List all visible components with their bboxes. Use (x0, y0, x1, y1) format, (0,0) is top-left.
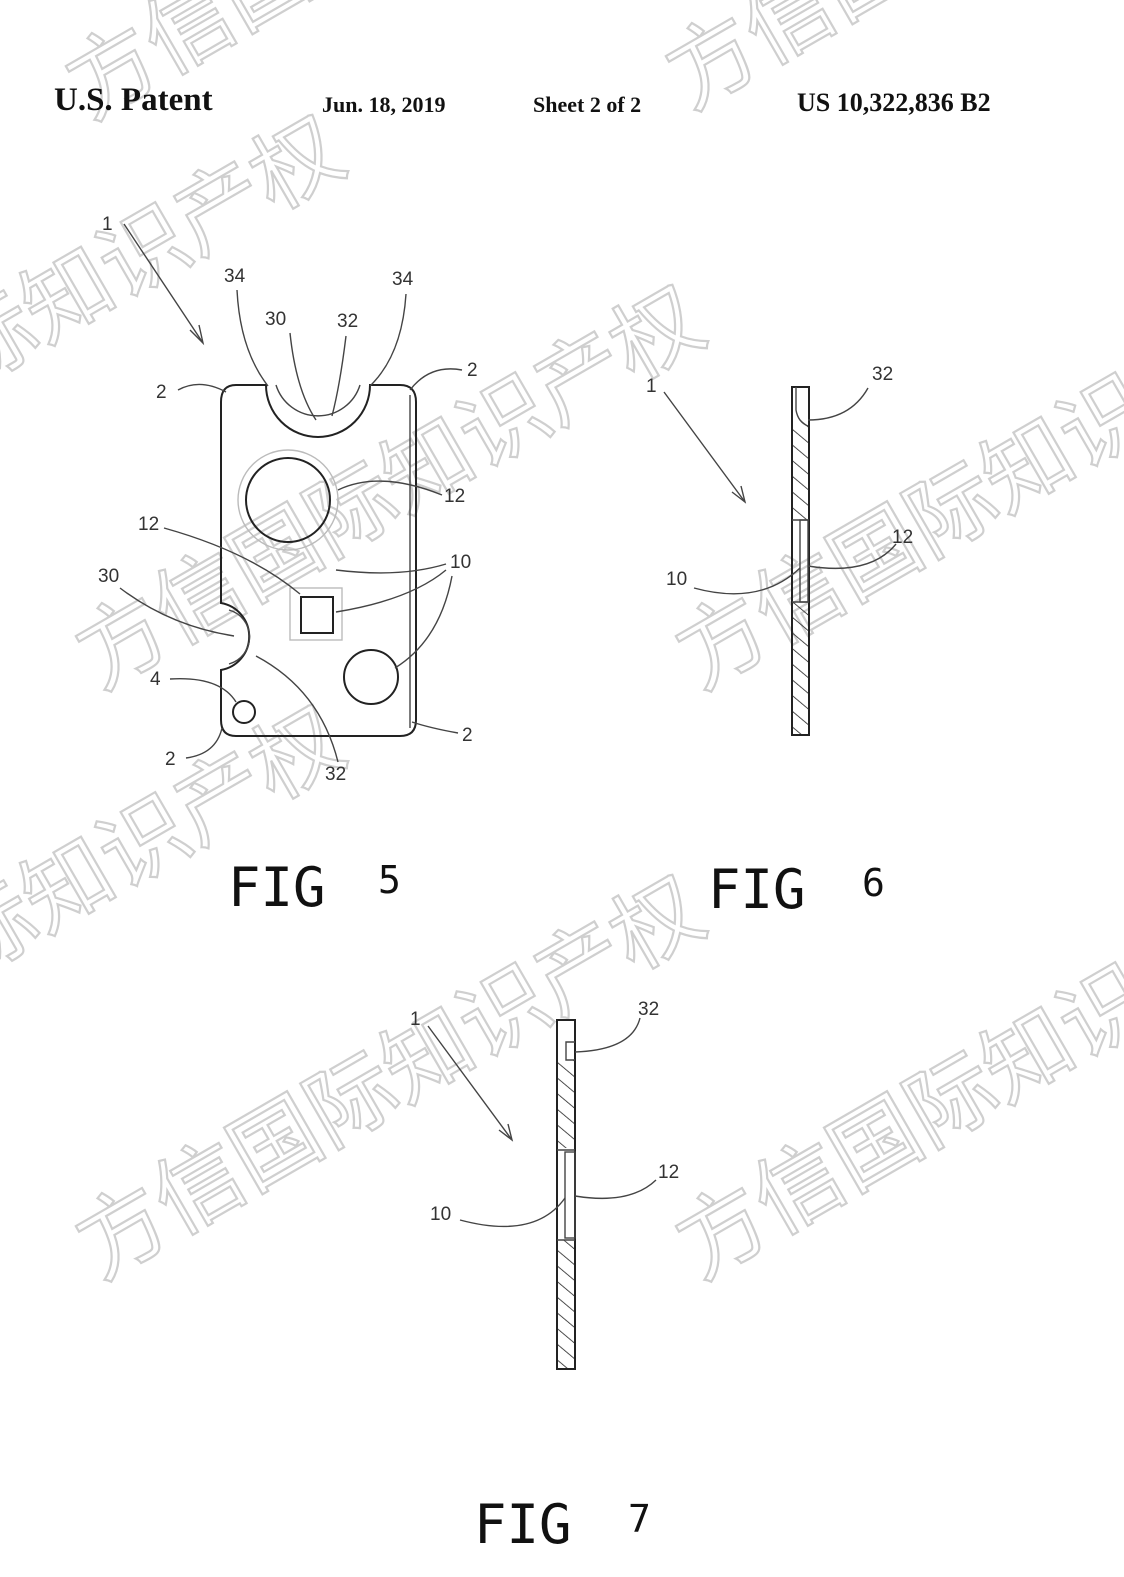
leader-10-a (335, 563, 447, 574)
watermark-text: 方信国际知识产权 (659, 857, 1124, 1298)
ref-numeral: 12 (658, 1162, 679, 1183)
opener-body-outline (220, 384, 417, 737)
ref-numeral: 34 (392, 269, 414, 290)
leader-32 (807, 387, 869, 421)
arrowhead-icon (731, 485, 747, 504)
leader-32 (331, 335, 347, 417)
section-hatch-lower (557, 1240, 574, 1368)
section-outline (791, 386, 810, 736)
leader-12 (574, 1179, 657, 1200)
ref-numeral: 34 (224, 266, 246, 287)
ref-numeral: 1 (646, 376, 657, 397)
ref-numeral: 30 (98, 566, 119, 587)
large-hole (245, 457, 331, 543)
ref-numeral: 12 (892, 527, 913, 548)
large-hole-ring (237, 449, 339, 551)
section-hatch-upper (557, 1060, 574, 1148)
leader-34-left (236, 289, 269, 387)
figure-5: 1 34 30 32 34 2 2 12 12 10 30 4 2 32 2 F… (98, 214, 478, 919)
figure-number: 5 (378, 858, 401, 902)
patent-header-title: U.S. Patent (54, 82, 213, 118)
leader-30-left (119, 587, 235, 637)
section-hatch-upper (792, 420, 808, 520)
magnet-pocket (564, 1151, 576, 1239)
keyring-hole (232, 700, 256, 724)
ref-numeral: 32 (337, 311, 358, 332)
leader-4 (169, 677, 237, 703)
square-pocket-inner (300, 596, 334, 634)
ref-numeral: 32 (872, 364, 893, 385)
leader-2-bottom-right (411, 721, 459, 734)
leader-12 (807, 543, 897, 570)
square-pocket-outer (289, 587, 343, 641)
patent-number: US 10,322,836 B2 (797, 88, 991, 117)
sheet-number: Sheet 2 of 2 (533, 92, 642, 117)
leader-10-b (335, 569, 447, 613)
leader-10 (459, 1197, 566, 1228)
left-notch-inner-edge (228, 609, 251, 665)
notch-profile (795, 387, 809, 427)
figure-label: FIG (474, 1493, 572, 1556)
patent-date: Jun. 18, 2019 (322, 92, 446, 117)
figure-6: 1 32 12 10 FIG 6 (646, 364, 913, 921)
figure-label: FIG (708, 858, 806, 921)
figure-number: 6 (862, 861, 885, 905)
ref-numeral: 2 (462, 725, 473, 746)
leader-1 (663, 391, 746, 503)
ref-numeral: 2 (156, 382, 167, 403)
leader-32-bottom (255, 655, 339, 763)
leader-2-top-left (177, 383, 227, 393)
ref-numeral: 30 (265, 309, 286, 330)
leader-1 (123, 223, 204, 344)
leader-10 (693, 567, 801, 595)
top-notch-inner-edge (275, 384, 361, 417)
watermark-text: 方信国际知识产权 (659, 267, 1124, 708)
ref-numeral: 1 (102, 214, 113, 235)
watermark-text: 方信国际知识产权 (0, 97, 360, 538)
ref-numeral: 10 (666, 569, 687, 590)
ref-numeral: 12 (444, 486, 465, 507)
figure-label: FIG (228, 856, 326, 919)
leader-32 (574, 1017, 641, 1053)
ref-numeral: 2 (467, 360, 478, 381)
section-hatch-lower (792, 602, 808, 734)
watermark-text: 方信国际知识产权 (59, 267, 720, 708)
ref-numeral: 1 (410, 1009, 421, 1030)
figure-number: 7 (628, 1497, 651, 1541)
leader-12-left (163, 527, 301, 595)
leader-12-right (337, 480, 443, 496)
arrowhead-icon (498, 1123, 514, 1142)
leader-2-top-right (409, 368, 463, 391)
leader-10-c (394, 575, 453, 669)
leader-1 (427, 1025, 513, 1141)
arrowhead-icon (189, 324, 205, 346)
ref-numeral: 12 (138, 514, 159, 535)
figure-7: 1 32 12 10 FIG 7 (410, 999, 679, 1556)
leader-30 (289, 332, 317, 421)
small-round-hole (343, 649, 399, 705)
ref-numeral: 10 (450, 552, 471, 573)
notch-profile (565, 1041, 575, 1061)
leader-2-bottom-left (185, 727, 223, 759)
ref-numeral: 2 (165, 749, 176, 770)
ref-numeral: 32 (325, 764, 346, 785)
ref-numeral: 4 (150, 669, 161, 690)
leader-34-right (369, 293, 407, 387)
ref-numeral: 10 (430, 1204, 451, 1225)
ref-numeral: 32 (638, 999, 659, 1020)
watermark-text: 方信国际知识产权 (59, 857, 720, 1298)
